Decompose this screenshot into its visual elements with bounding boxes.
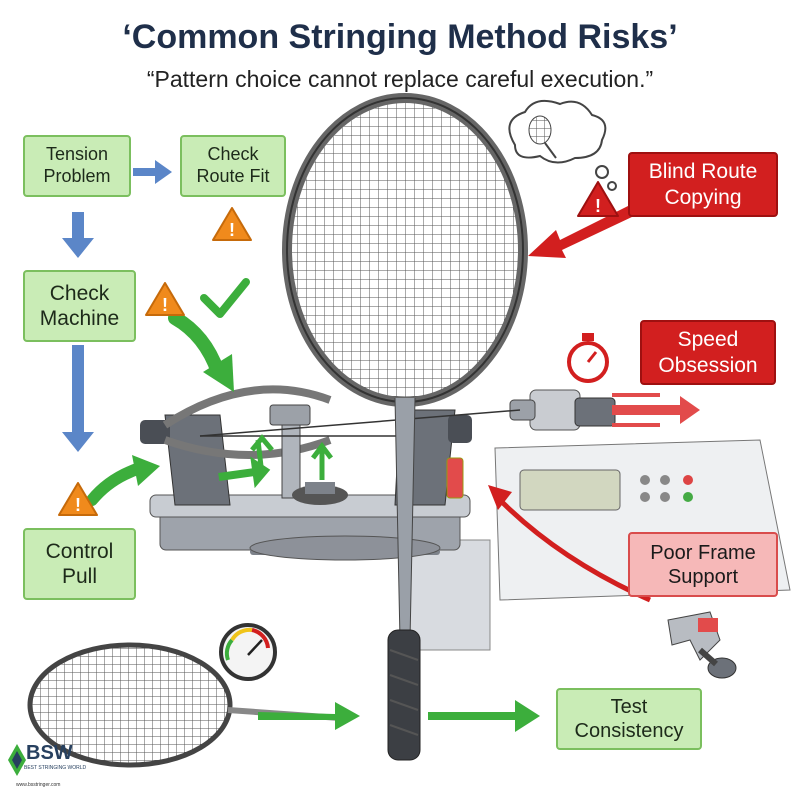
- racquet-icon: [27, 642, 341, 768]
- logo-mark-icon: [8, 744, 26, 776]
- frame-clamp-icon: [667, 611, 737, 679]
- flow-step-tension-problem: Tension Problem: [23, 135, 131, 197]
- risk-speed-obsession: Speed Obsession: [640, 320, 776, 385]
- thought-bubble-icon: [508, 99, 617, 191]
- flow-step-control-pull: Control Pull: [23, 528, 136, 600]
- risk-arrows-red: [488, 205, 700, 603]
- page-subtitle: “Pattern choice cannot replace careful e…: [146, 66, 654, 92]
- risk-blind-route-copying: Blind Route Copying: [628, 152, 778, 217]
- racquet-icon: [282, 93, 528, 761]
- flow-step-check-route-fit: Check Route Fit: [180, 135, 286, 197]
- flow-step-test-consistency: Test Consistency: [556, 688, 702, 750]
- svg-text:!: !: [595, 196, 601, 216]
- flow-step-check-machine: Check Machine: [23, 270, 136, 342]
- risk-poor-frame-support: Poor Frame Support: [628, 532, 778, 597]
- warning-icon: !: [577, 181, 619, 217]
- svg-text:!: !: [75, 495, 81, 515]
- flow-arrows-blue: [62, 160, 172, 452]
- svg-text:!: !: [162, 295, 168, 315]
- checkmark-icon: [200, 278, 250, 318]
- tension-gauge-icon: [219, 623, 277, 681]
- warning-icon: !: [145, 282, 185, 316]
- brand-logo: BSW BEST STRINGING WORLD www.bsstringer.…: [6, 738, 102, 794]
- logo-tagline: BEST STRINGING WORLD: [24, 765, 87, 771]
- page-title: ‘Common Stringing Method Risks’: [122, 18, 678, 56]
- stopwatch-icon: [567, 333, 609, 383]
- svg-text:!: !: [229, 220, 235, 240]
- stringing-machine-icon: [140, 385, 791, 651]
- logo-text: BSW: [26, 742, 73, 764]
- flow-arrows-green: [86, 311, 540, 732]
- warning-icon: !: [58, 482, 98, 516]
- logo-url: www.bsstringer.com: [16, 782, 61, 788]
- warning-icon: !: [212, 207, 252, 241]
